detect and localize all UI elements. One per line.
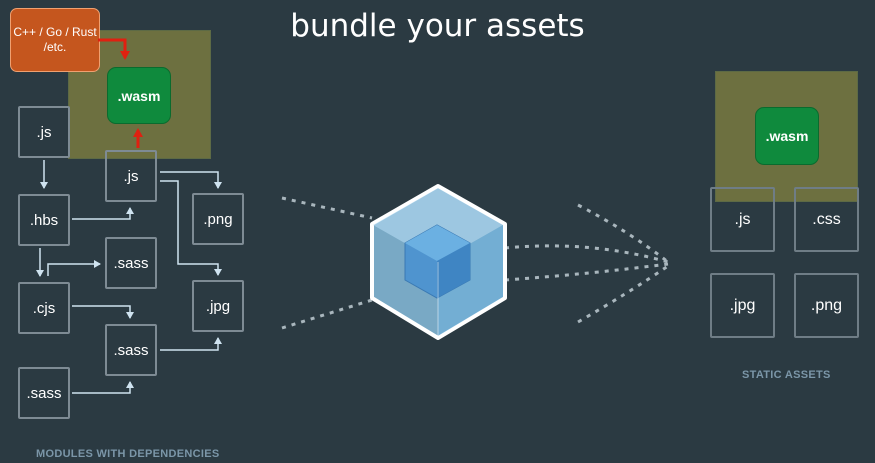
module-jpg: .jpg bbox=[192, 280, 244, 332]
modules-caption: MODULES WITH DEPENDENCIES bbox=[36, 448, 220, 460]
module-js-left: .js bbox=[18, 106, 70, 158]
module-hbs: .hbs bbox=[18, 194, 70, 246]
connector-js-png bbox=[160, 171, 222, 189]
source-language-box: C++ / Go / Rust /etc. bbox=[10, 8, 100, 72]
connector-sass-jpg bbox=[160, 337, 222, 351]
flow-out-bottom bbox=[577, 264, 669, 324]
flow-in-bottom bbox=[281, 298, 373, 330]
bundler-cube-icon bbox=[370, 184, 507, 340]
connector-hbs-js bbox=[72, 207, 134, 220]
dependency-connectors bbox=[36, 160, 222, 394]
connector-js-jpg bbox=[160, 180, 222, 276]
connector-sass-bottom bbox=[72, 381, 134, 394]
page-title: bundle your assets bbox=[290, 8, 585, 44]
connector-cjs-sass-mid bbox=[72, 305, 134, 319]
red-arrow-lang-to-wasm bbox=[98, 38, 130, 60]
module-sass-bottom: .sass bbox=[18, 367, 70, 419]
flow-lines bbox=[281, 196, 669, 330]
asset-jpg: .jpg bbox=[710, 273, 775, 338]
asset-png: .png bbox=[794, 273, 859, 338]
wasm-module-left: .wasm bbox=[107, 67, 171, 124]
module-sass-mid: .sass bbox=[105, 324, 157, 376]
module-cjs: .cjs bbox=[18, 282, 70, 334]
module-png: .png bbox=[192, 193, 244, 245]
asset-css: .css bbox=[794, 187, 859, 252]
asset-js: .js bbox=[710, 187, 775, 252]
flow-in-top bbox=[281, 196, 373, 220]
flow-out-2 bbox=[504, 262, 669, 282]
flow-out-1 bbox=[504, 244, 669, 264]
wasm-asset-right: .wasm bbox=[755, 107, 819, 165]
flow-out-top bbox=[577, 203, 669, 264]
compile-arrows bbox=[98, 38, 143, 148]
static-assets-caption: STATIC ASSETS bbox=[742, 369, 831, 381]
module-sass-top: .sass bbox=[105, 237, 157, 289]
connector-cjs-sass bbox=[47, 260, 101, 276]
module-js-center: .js bbox=[105, 150, 157, 202]
